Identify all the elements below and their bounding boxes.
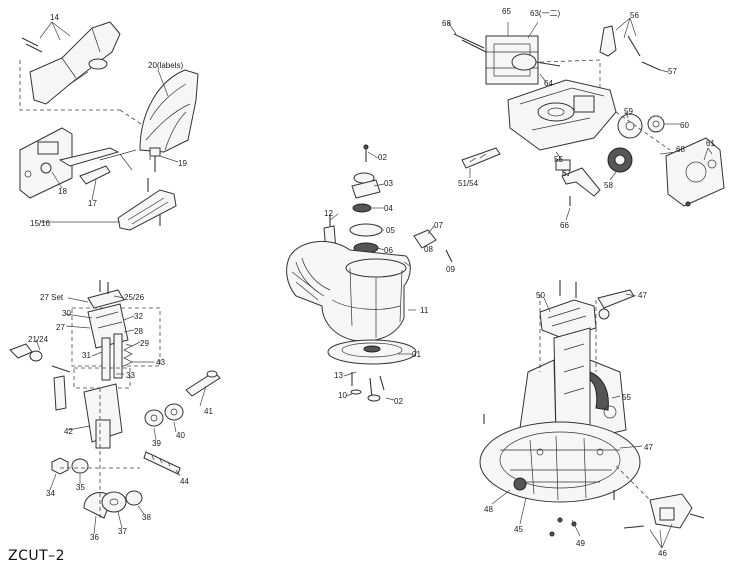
label-68-right: 68 bbox=[676, 145, 685, 154]
label-59: 59 bbox=[624, 107, 633, 116]
label-48: 48 bbox=[484, 505, 493, 514]
label-66: 66 bbox=[560, 221, 569, 230]
label-06: 06 bbox=[384, 246, 393, 255]
label-33: 33 bbox=[126, 371, 135, 380]
label-02-top: 02 bbox=[378, 153, 387, 162]
label-32: 32 bbox=[134, 312, 143, 321]
label-68-top: 68 bbox=[442, 19, 451, 28]
label-64: 64 bbox=[544, 79, 553, 88]
label-25-26: 25/26 bbox=[124, 293, 145, 302]
label-28: 28 bbox=[134, 327, 143, 336]
label-43: 43 bbox=[156, 358, 165, 367]
label-19: 19 bbox=[178, 159, 187, 168]
label-21-24: 21/24 bbox=[28, 335, 49, 344]
label-44: 44 bbox=[180, 477, 189, 486]
label-31: 31 bbox=[82, 351, 91, 360]
label-12: 12 bbox=[324, 209, 333, 218]
label-55-base: 55 bbox=[622, 393, 631, 402]
label-14: 14 bbox=[50, 13, 59, 22]
label-09: 09 bbox=[446, 265, 455, 274]
blade-guard-assembly: 14 20(labels) 19 18 17 15/16 bbox=[19, 13, 199, 231]
label-30: 30 bbox=[62, 309, 71, 318]
label-03: 03 bbox=[384, 179, 393, 188]
label-57: 57 bbox=[668, 67, 677, 76]
figure-caption: ZCUT–2 bbox=[8, 548, 66, 564]
label-37: 37 bbox=[118, 527, 127, 536]
label-39: 39 bbox=[152, 439, 161, 448]
label-55-top: 55 bbox=[554, 155, 563, 164]
label-36: 36 bbox=[90, 533, 99, 542]
label-47-mid: 47 bbox=[644, 443, 653, 452]
label-67: 67 bbox=[562, 169, 571, 178]
label-40: 40 bbox=[176, 431, 185, 440]
label-47-top: 47 bbox=[638, 291, 647, 300]
label-45: 45 bbox=[514, 525, 523, 534]
label-20: 20(labels) bbox=[148, 61, 183, 70]
label-17: 17 bbox=[88, 199, 97, 208]
label-35: 35 bbox=[76, 483, 85, 492]
label-18: 18 bbox=[58, 187, 67, 196]
motor-gearbox-assembly: 65 63(一二) 68 56 57 64 59 60 61 68 55 67 … bbox=[442, 7, 725, 230]
label-61: 61 bbox=[706, 139, 715, 148]
label-49: 49 bbox=[576, 539, 585, 548]
label-65: 65 bbox=[502, 7, 511, 16]
label-41: 41 bbox=[204, 407, 213, 416]
label-02-bottom: 02 bbox=[394, 397, 403, 406]
label-63: 63(一二) bbox=[530, 9, 561, 18]
label-15-16: 15/16 bbox=[30, 219, 51, 228]
label-10: 10 bbox=[338, 391, 347, 400]
turntable-base-assembly: 50 47 55 47 48 45 49 46 bbox=[479, 280, 705, 558]
label-07: 07 bbox=[434, 221, 443, 230]
label-46: 46 bbox=[658, 549, 667, 558]
label-50: 50 bbox=[536, 291, 545, 300]
label-51-54: 51/54 bbox=[458, 179, 479, 188]
label-04: 04 bbox=[384, 204, 393, 213]
label-27: 27 bbox=[56, 323, 65, 332]
label-38: 38 bbox=[142, 513, 151, 522]
label-27-set: 27 Set bbox=[40, 293, 64, 302]
label-29: 29 bbox=[140, 339, 149, 348]
label-08: 08 bbox=[424, 245, 433, 254]
label-56: 56 bbox=[630, 11, 639, 20]
label-60: 60 bbox=[680, 121, 689, 130]
label-34: 34 bbox=[46, 489, 55, 498]
handle-switch-assembly: 25/26 27 Set 30 32 27 28 21/24 29 31 43 … bbox=[9, 280, 221, 542]
label-11: 11 bbox=[420, 306, 429, 315]
label-13: 13 bbox=[334, 371, 343, 380]
label-05: 05 bbox=[386, 226, 395, 235]
label-01: 01 bbox=[412, 350, 421, 359]
motor-housing-assembly: 02 03 12 04 05 06 07 08 09 11 01 13 10 0… bbox=[286, 144, 455, 406]
label-42: 42 bbox=[64, 427, 73, 436]
label-58: 58 bbox=[604, 181, 613, 190]
